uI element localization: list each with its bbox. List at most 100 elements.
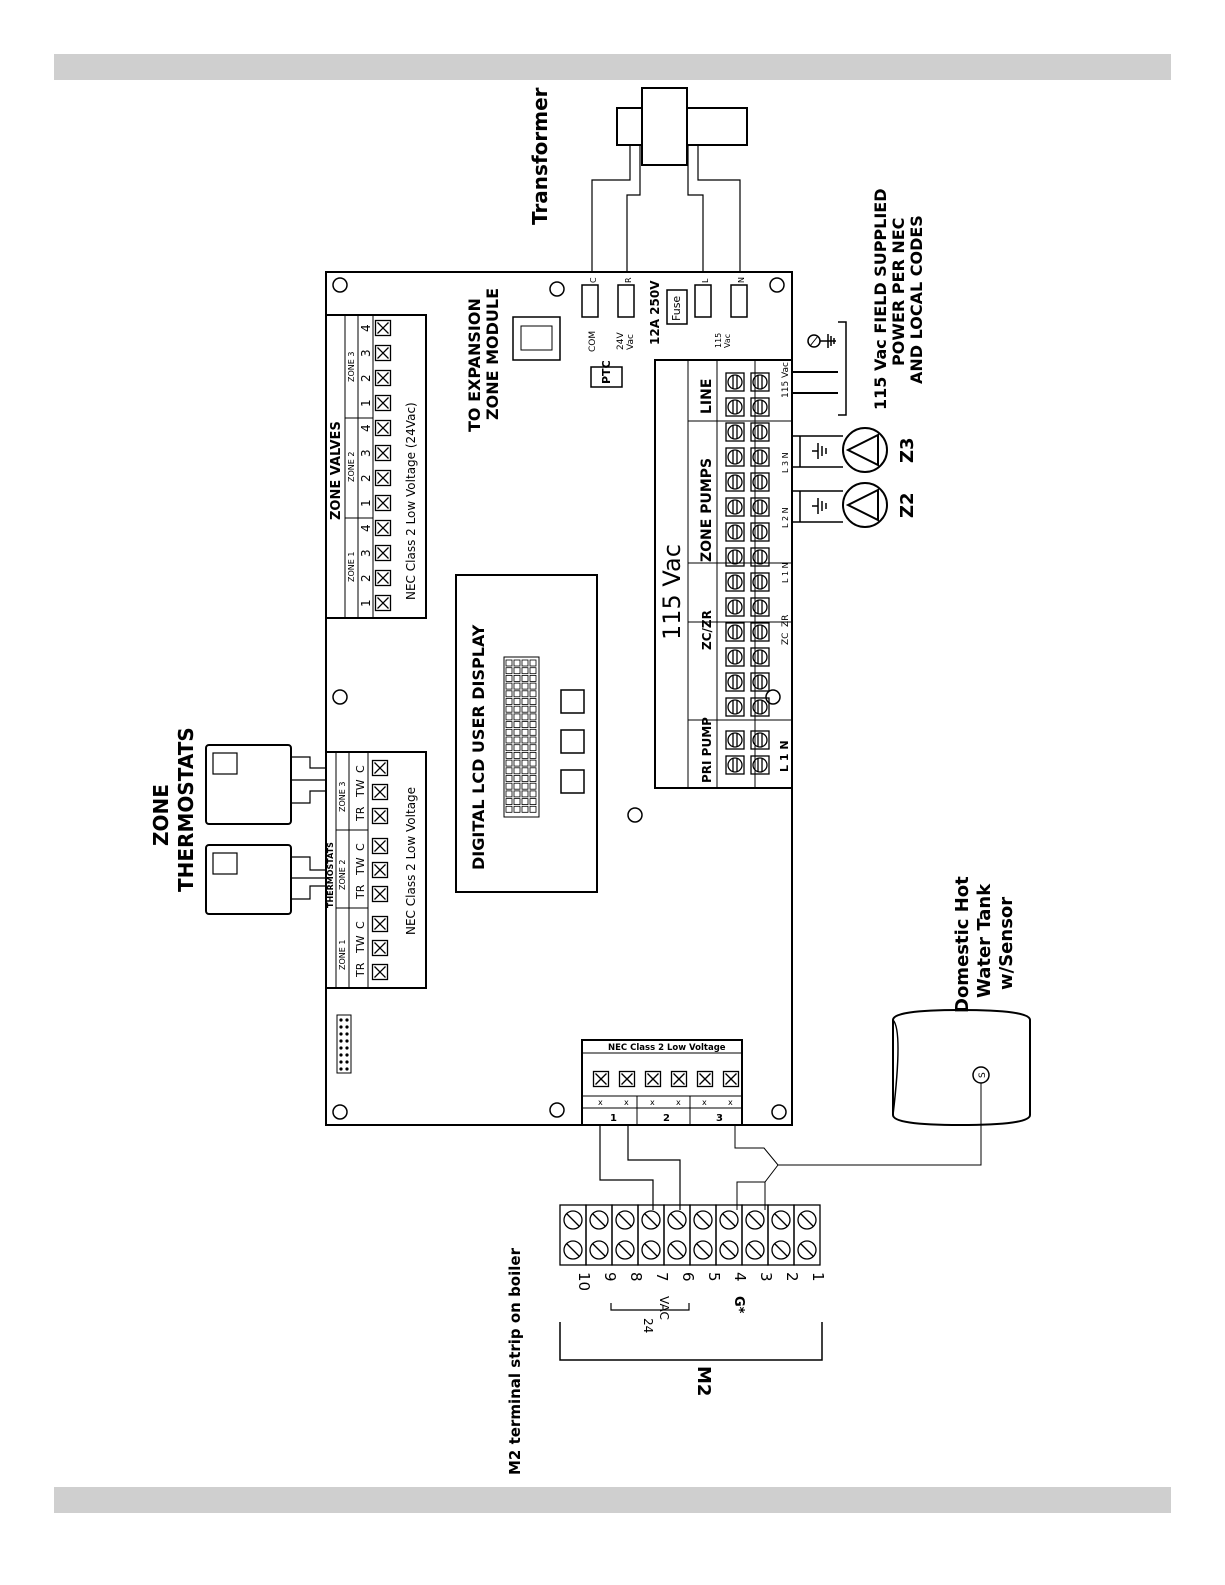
thermostat-1 bbox=[205, 844, 292, 915]
thermostat-terminal bbox=[371, 807, 389, 825]
vac115-small-2-label: Vac bbox=[723, 334, 732, 348]
m2-terminal bbox=[663, 1204, 691, 1266]
thermostat-terminal bbox=[371, 759, 389, 777]
screw-terminal bbox=[750, 397, 770, 417]
bottom-terminal bbox=[618, 1070, 636, 1088]
m2-terminal bbox=[767, 1204, 795, 1266]
screw-terminal bbox=[725, 472, 745, 492]
m2-terminal bbox=[741, 1204, 769, 1266]
m2-terminal-number: 4 bbox=[731, 1272, 749, 1282]
screw-terminal bbox=[725, 755, 745, 775]
valve-terminal bbox=[374, 319, 392, 337]
bottom-group-number: 3 bbox=[716, 1113, 723, 1124]
valve-terminal-number: 3 bbox=[359, 349, 373, 357]
screw-terminal bbox=[750, 672, 770, 692]
zr-label: ZR bbox=[781, 615, 791, 627]
screw-terminal bbox=[750, 647, 770, 667]
therm-zone-3: ZONE 3 bbox=[338, 782, 347, 812]
m2-terminal-number: 9 bbox=[601, 1272, 619, 1282]
water-tank bbox=[892, 1008, 1031, 1127]
fuse-label: Fuse bbox=[670, 296, 683, 321]
therm-zone-1: ZONE 1 bbox=[338, 940, 347, 970]
bottom-group-number: 2 bbox=[663, 1113, 670, 1124]
bottom-nec-label: NEC Class 2 Low Voltage bbox=[608, 1043, 726, 1053]
valve-terminal bbox=[374, 419, 392, 437]
domestic-label-1: Domestic Hot bbox=[952, 876, 973, 1013]
screw-terminal bbox=[750, 697, 770, 717]
screw-terminal bbox=[750, 422, 770, 442]
bottom-terminal-x: x bbox=[728, 1098, 733, 1107]
screw-terminal bbox=[725, 497, 745, 517]
m2-terminal bbox=[611, 1204, 639, 1266]
thermostat-terminal-label: C bbox=[354, 921, 367, 929]
valve-terminal-number: 4 bbox=[359, 524, 373, 532]
bottom-group-number: 1 bbox=[610, 1113, 617, 1124]
thermostat-terminal bbox=[371, 837, 389, 855]
thermostat-terminal bbox=[371, 963, 389, 981]
valve-terminal-number: 3 bbox=[359, 449, 373, 457]
thermostat-terminal-label: C bbox=[354, 765, 367, 773]
valve-terminal bbox=[374, 594, 392, 612]
bottom-terminal bbox=[670, 1070, 688, 1088]
zc-label: ZC bbox=[781, 633, 791, 645]
zone-thermostats-label-1: ZONE bbox=[149, 784, 173, 846]
zc-zr-label: ZC/ZR bbox=[700, 610, 714, 650]
m2-terminal bbox=[637, 1204, 665, 1266]
screw-terminal bbox=[725, 647, 745, 667]
valve-terminal-number: 4 bbox=[359, 424, 373, 432]
valve-terminal-number: 4 bbox=[359, 324, 373, 332]
valve-terminal-number: 1 bbox=[359, 599, 373, 607]
m2-terminal-number: 2 bbox=[783, 1272, 801, 1282]
thermostat-terminal-label: TW bbox=[354, 857, 367, 876]
screw-terminal bbox=[725, 597, 745, 617]
vac115-small-1-label: 115 bbox=[714, 333, 723, 348]
thermostat-terminal bbox=[371, 939, 389, 957]
domestic-label-2: Water Tank bbox=[974, 883, 995, 998]
screw-terminal bbox=[750, 497, 770, 517]
nec-low-label: NEC Class 2 Low Voltage bbox=[404, 787, 418, 935]
bottom-terminal-x: x bbox=[676, 1098, 681, 1107]
thermostat-terminal-label: TR bbox=[354, 884, 367, 900]
ptc-label: PTC bbox=[600, 360, 613, 384]
valve-terminal-number: 1 bbox=[359, 499, 373, 507]
vac24-txt-label: VAC bbox=[657, 1296, 671, 1320]
zone-pumps-label: ZONE PUMPS bbox=[699, 458, 715, 562]
bottom-terminal bbox=[696, 1070, 714, 1088]
m2-strip-label: M2 terminal strip on boiler bbox=[506, 1247, 524, 1475]
pump-terminal-label: L 2 N bbox=[781, 507, 790, 528]
screw-terminal bbox=[725, 572, 745, 592]
valve-terminal-number: 2 bbox=[359, 474, 373, 482]
m2-terminal bbox=[689, 1204, 717, 1266]
line-label: LINE bbox=[699, 379, 715, 414]
top-band bbox=[54, 54, 1171, 80]
control-board bbox=[325, 271, 793, 1126]
transformer-label: Transformer bbox=[528, 87, 552, 225]
c-label: C bbox=[589, 277, 598, 283]
sensor-s-label: S bbox=[978, 1072, 988, 1078]
zone-thermostats-label-2: THERMOSTATS bbox=[174, 727, 198, 892]
valve-terminal bbox=[374, 494, 392, 512]
zone-valves-label: ZONE VALVES bbox=[329, 421, 344, 520]
m2-terminal bbox=[559, 1204, 587, 1266]
bottom-terminal bbox=[722, 1070, 740, 1088]
valve-terminal-number: 3 bbox=[359, 549, 373, 557]
screw-terminal bbox=[725, 622, 745, 642]
screw-terminal bbox=[750, 597, 770, 617]
screw-terminal bbox=[725, 730, 745, 750]
r-label: R bbox=[624, 277, 633, 283]
screw-terminal bbox=[750, 522, 770, 542]
expansion-label-2: ZONE MODULE bbox=[483, 288, 502, 420]
thermostat-terminal-label: TW bbox=[354, 779, 367, 798]
valve-terminal bbox=[374, 519, 392, 537]
thermostat-terminal bbox=[371, 915, 389, 933]
vac24-num-label: 24 bbox=[641, 1318, 655, 1333]
valve-terminal bbox=[374, 469, 392, 487]
screw-terminal bbox=[750, 622, 770, 642]
g-star-label: G* bbox=[731, 1296, 746, 1314]
valve-terminal-number: 1 bbox=[359, 399, 373, 407]
m2-terminal-number: 1 bbox=[809, 1272, 827, 1282]
m2-terminal-number: 3 bbox=[757, 1272, 775, 1282]
m2-terminal bbox=[715, 1204, 743, 1266]
therm-zone-2: ZONE 2 bbox=[338, 860, 347, 890]
thermostat-terminal bbox=[371, 885, 389, 903]
